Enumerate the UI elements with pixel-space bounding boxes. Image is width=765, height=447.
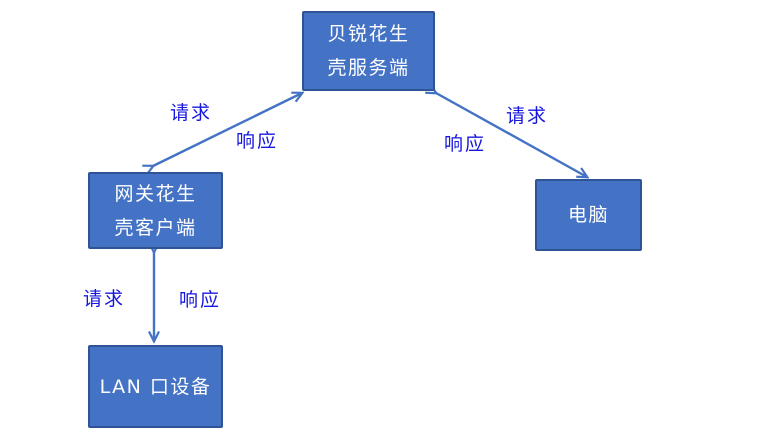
node-label-line: LAN 口设备	[99, 375, 212, 398]
edge-label-response-lan-client: 响应	[179, 289, 222, 311]
node-lan-device: LAN 口设备	[88, 345, 223, 428]
node-label-line: 贝锐花生	[327, 23, 410, 45]
node-label-line: 壳客户端	[114, 216, 197, 239]
edge-label-request-lan-client: 请求	[83, 288, 126, 310]
node-gateway-peanut-shell-client: 网关花生 壳客户端	[88, 172, 223, 249]
node-label-line: 壳服务端	[327, 57, 410, 79]
node-peanut-shell-server: 贝锐花生 壳服务端	[302, 11, 435, 91]
edge-client-server	[153, 93, 302, 166]
edge-label-response-client-server: 响应	[236, 130, 279, 152]
edge-server-pc	[436, 93, 587, 177]
node-label-line: 网关花生	[114, 182, 197, 205]
edge-label-request-pc-server: 请求	[506, 105, 549, 127]
node-computer: 电脑	[535, 179, 642, 251]
edge-label-request-client-server: 请求	[170, 102, 213, 124]
node-label-line: 电脑	[567, 204, 609, 226]
edge-label-response-pc-server: 响应	[444, 133, 487, 155]
